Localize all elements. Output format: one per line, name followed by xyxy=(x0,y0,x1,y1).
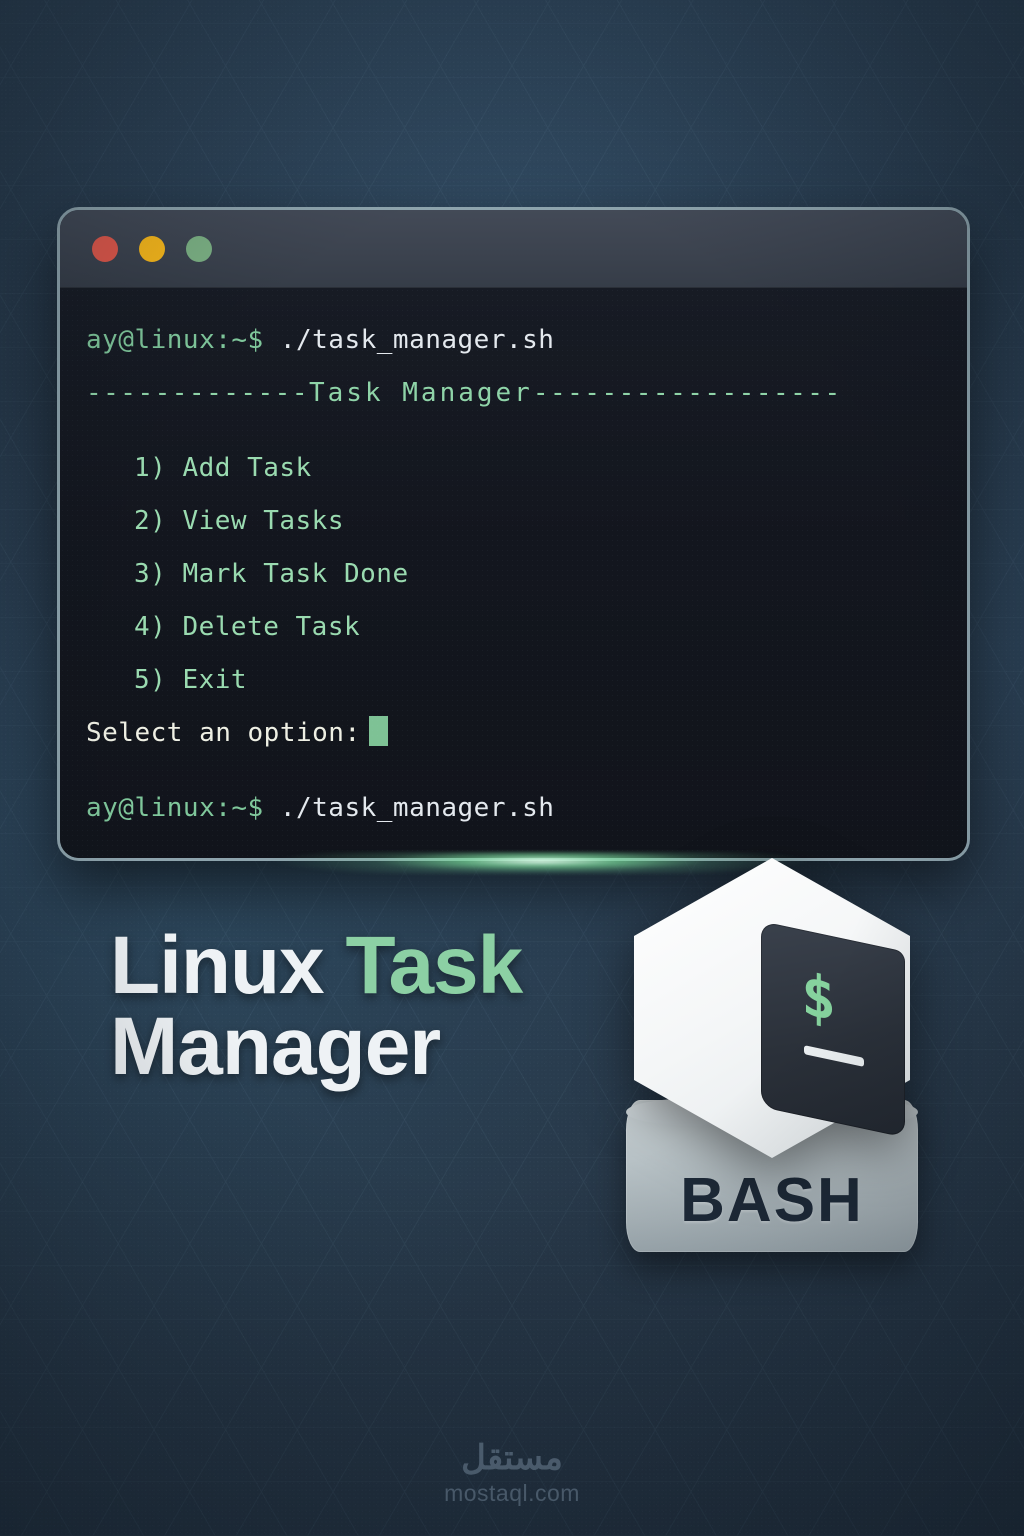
select-option-label: Select an option: xyxy=(86,718,361,748)
terminal-screen[interactable]: ay@linux:~$ ./task_manager.sh ----------… xyxy=(60,288,967,858)
menu-item-mark-task-done[interactable]: 3) Mark Task Done xyxy=(134,559,409,589)
terminal-window[interactable]: ay@linux:~$ ./task_manager.sh ----------… xyxy=(57,207,970,861)
terminal-line-select-option[interactable]: Select an option: xyxy=(86,707,933,760)
watermark-arabic-text: مستقل xyxy=(461,1439,563,1477)
bash-logo: BASH $ xyxy=(612,858,932,1268)
shell-command-text-repeat: ./task_manager.sh xyxy=(263,793,555,823)
terminal-line-prompt-1: ay@linux:~$ ./task_manager.sh xyxy=(86,314,933,367)
poster-headline: Linux Task Manager xyxy=(110,925,523,1093)
maximize-window-button[interactable] xyxy=(186,235,212,262)
headline-line-2: Manager xyxy=(110,1001,441,1093)
minimize-window-button[interactable] xyxy=(139,235,165,262)
post-select-spacer xyxy=(86,760,933,782)
terminal-header-banner: -------------Task Manager---------------… xyxy=(86,367,933,420)
dollar-sign-icon: $ xyxy=(801,959,837,1035)
bash-logo-label: BASH xyxy=(680,1166,864,1235)
terminal-titlebar[interactable] xyxy=(60,210,967,288)
headline-line-1: Linux Task xyxy=(110,925,523,1007)
text-cursor-block xyxy=(368,716,388,746)
headline-word-task: Task xyxy=(345,920,523,1011)
terminal-line-prompt-2: ay@linux:~$ ./task_manager.sh xyxy=(86,782,933,835)
shell-prompt-text-repeat: ay@linux:~$ xyxy=(86,793,264,823)
header-dashes-left: ------------- xyxy=(86,378,309,408)
watermark: مستقل mostaql.com xyxy=(0,1438,1024,1508)
menu-top-spacer xyxy=(86,420,933,442)
menu-item-add-task[interactable]: 1) Add Task xyxy=(134,453,312,483)
menu-item-exit[interactable]: 5) Exit xyxy=(134,665,248,695)
underscore-cursor-icon xyxy=(804,1045,865,1068)
headline-word-linux: Linux xyxy=(110,920,346,1011)
shell-command-text: ./task_manager.sh xyxy=(263,325,555,355)
header-title-text: Task Manager xyxy=(309,378,533,408)
bash-cube-icon: $ xyxy=(634,858,910,1158)
cube-terminal-face: $ xyxy=(760,921,905,1138)
menu-item-delete-task[interactable]: 4) Delete Task xyxy=(134,612,361,642)
close-window-button[interactable] xyxy=(92,235,118,262)
watermark-latin-text: mostaql.com xyxy=(444,1480,580,1506)
shell-prompt-text: ay@linux:~$ xyxy=(86,325,264,355)
header-dashes-right: ------------------ xyxy=(532,378,842,408)
menu-item-view-tasks[interactable]: 2) View Tasks xyxy=(134,506,344,536)
